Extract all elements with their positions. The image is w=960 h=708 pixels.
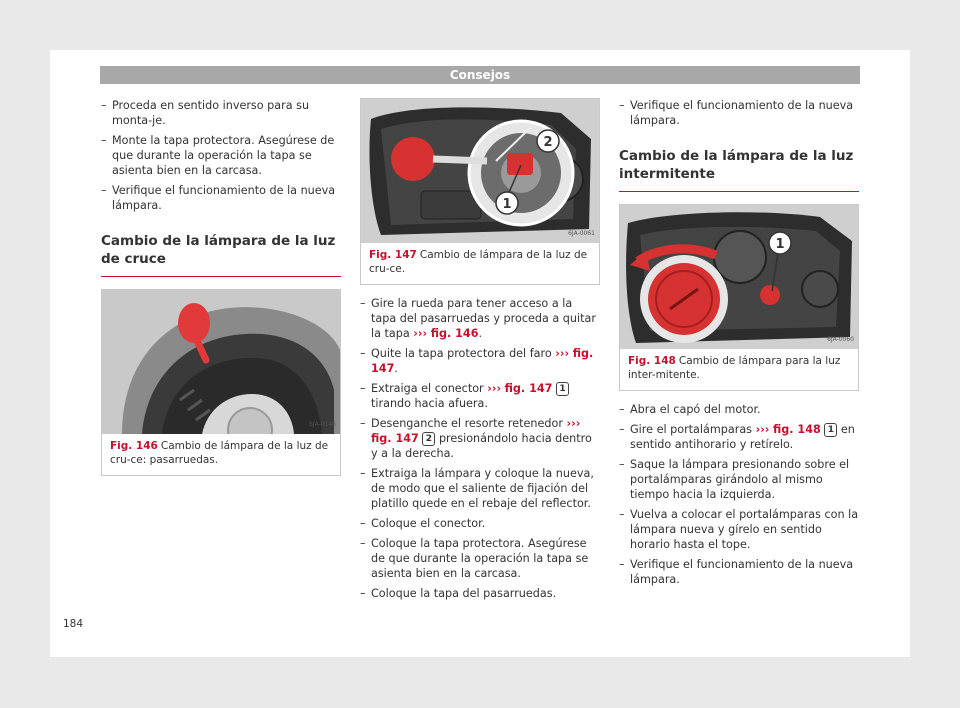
headlamp-rear-illustration: 2 1: [361, 99, 599, 243]
figure-caption-text: Cambio de lámpara de la luz de cru-ce.: [369, 249, 588, 275]
list-item: Proceda en sentido inverso para su monta…: [101, 98, 341, 128]
figure-148-image: 1 6JA-0060: [620, 205, 858, 349]
fig-link-arrow: ›››: [566, 417, 581, 430]
figure-ref-code: 6JA-0061: [568, 230, 595, 237]
figure-ref-code: 6JA-0146: [309, 421, 336, 428]
fig-link[interactable]: fig. 147: [371, 347, 594, 375]
page-number: 184: [63, 618, 84, 630]
callout-2: 2: [543, 135, 552, 150]
list-item: Vuelva a colocar el portalámparas con la…: [619, 507, 859, 552]
instruction-list: Proceda en sentido inverso para su monta…: [101, 98, 341, 213]
list-item: Gire la rueda para tener acceso a la tap…: [360, 296, 600, 341]
list-item: Gire el portalámparas ››› fig. 148 1 en …: [619, 422, 859, 452]
fig-link[interactable]: fig. 148: [772, 423, 821, 436]
callout-1: 1: [775, 237, 784, 252]
list-item: Saque la lámpara presionando sobre el po…: [619, 457, 859, 502]
list-item: Quite la tapa protectora del faro ››› fi…: [360, 346, 600, 376]
fig-link[interactable]: fig. 147: [504, 382, 553, 395]
figure-label: Fig. 146: [110, 440, 158, 452]
fig-link-arrow: ›››: [755, 423, 770, 436]
page-header: Consejos: [100, 66, 860, 84]
list-item: Extraiga el conector ››› fig. 147 1 tira…: [360, 381, 600, 411]
callout-1: 1: [502, 197, 511, 212]
column-3: Verifique el funcionamiento de la nueva …: [619, 98, 859, 592]
figure-label: Fig. 148: [628, 355, 676, 367]
fig-link[interactable]: fig. 146: [430, 327, 479, 340]
callout-number: 1: [556, 382, 569, 396]
callout-number: 1: [824, 423, 838, 437]
fig-link-arrow: ›››: [555, 347, 570, 360]
list-item: Abra el capó del motor.: [619, 402, 859, 417]
column-1: Proceda en sentido inverso para su monta…: [101, 98, 341, 476]
list-item: Verifique el funcionamiento de la nueva …: [619, 557, 859, 587]
list-item: Verifique el funcionamiento de la nueva …: [619, 98, 859, 128]
list-item: Coloque la tapa del pasarruedas.: [360, 586, 600, 601]
list-item: Desenganche el resorte retenedor ››› fig…: [360, 416, 600, 461]
wheel-arch-illustration: [102, 290, 340, 434]
section-title: Cambio de la lámpara de la luz de cruce: [101, 232, 341, 277]
list-item: Monte la tapa protectora. Asegúrese de q…: [101, 133, 341, 178]
section-title: Cambio de la lámpara de la luz intermite…: [619, 147, 859, 192]
figure-caption-text: Cambio de lámpara de la luz de cru-ce: p…: [110, 440, 329, 466]
figure-label: Fig. 147: [369, 249, 417, 261]
list-item: Verifique el funcionamiento de la nueva …: [101, 183, 341, 213]
instruction-list: Verifique el funcionamiento de la nueva …: [619, 98, 859, 128]
figure-146-image: 6JA-0146: [102, 290, 340, 434]
fig-link-arrow: ›››: [413, 327, 428, 340]
fig-link[interactable]: fig. 147: [371, 432, 419, 445]
figure-ref-code: 6JA-0060: [827, 336, 854, 343]
instruction-list: Gire la rueda para tener acceso a la tap…: [360, 296, 600, 601]
callout-number: 2: [422, 432, 436, 446]
turn-signal-lamp-illustration: 1: [620, 205, 858, 349]
fig-link-arrow: ›››: [487, 382, 502, 395]
list-item: Coloque el conector.: [360, 516, 600, 531]
figure-caption-text: Cambio de lámpara para la luz inter-mite…: [628, 355, 841, 381]
instruction-list: Abra el capó del motor. Gire el portalám…: [619, 402, 859, 587]
list-item: Extraiga la lámpara y coloque la nueva, …: [360, 466, 600, 511]
list-item: Coloque la tapa protectora. Asegúrese de…: [360, 536, 600, 581]
figure-147-image: 2 1 6JA-0061: [361, 99, 599, 243]
